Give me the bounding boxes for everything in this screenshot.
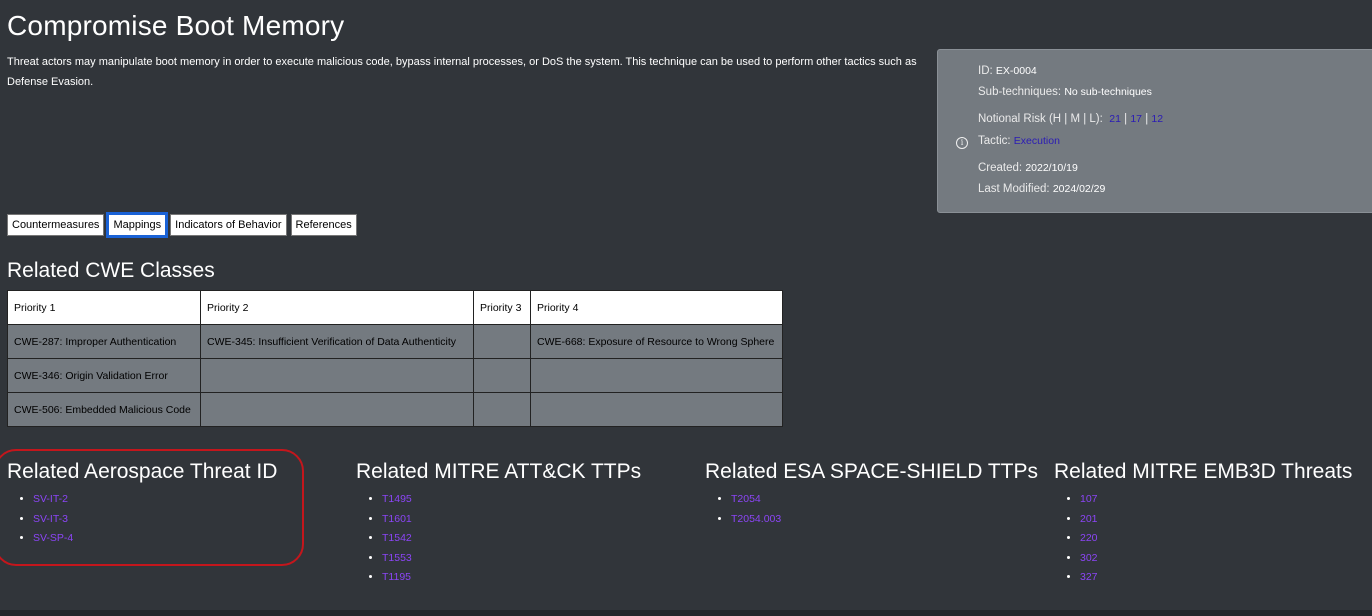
risk-low-link[interactable]: 12 [1151, 113, 1164, 125]
esa-space-shield-link[interactable]: T2054.003 [731, 512, 782, 525]
tactic-label: Tactic: [978, 135, 1011, 147]
tab-indicators-of-behavior[interactable]: Indicators of Behavior [170, 214, 287, 236]
tab-mappings[interactable]: Mappings [106, 212, 169, 238]
risk-separator: | [1145, 113, 1149, 125]
esa-space-shield-title: Related ESA SPACE-SHIELD TTPs [705, 460, 1039, 483]
table-cell: CWE-506: Embedded Malicious Code [7, 392, 201, 427]
table-cell: CWE-668: Exposure of Resource to Wrong S… [530, 324, 783, 359]
list-item: T2054.003 [731, 510, 1038, 530]
mitre-emb3d-link[interactable]: 201 [1080, 512, 1098, 525]
mitre-emb3d-link[interactable]: 327 [1080, 571, 1098, 583]
column-header: Priority 2 [200, 290, 474, 325]
risk-high-link[interactable]: 21 [1109, 113, 1121, 125]
table-cell: CWE-346: Origin Validation Error [7, 358, 201, 393]
mitre-attack-link[interactable]: T1601 [382, 512, 412, 525]
table-row: CWE-287: Improper Authentication CWE-345… [7, 324, 783, 359]
mitre-attack-section: Related MITRE ATT&CK TTPs T1495 T1601 T1… [356, 460, 641, 588]
mitre-attack-link[interactable]: T1553 [382, 551, 412, 564]
list-item: 302 [1080, 549, 1352, 569]
aerospace-threat-section: Related Aerospace Threat ID SV-IT-2 SV-I… [7, 460, 277, 549]
list-item: T1601 [382, 510, 641, 530]
last-modified-label: Last Modified: [978, 183, 1050, 195]
mitre-emb3d-section: Related MITRE EMB3D Threats 107 201 220 … [1054, 460, 1352, 588]
mitre-attack-link[interactable]: T1495 [382, 493, 412, 505]
table-row: CWE-346: Origin Validation Error [7, 358, 783, 393]
table-cell: CWE-287: Improper Authentication [7, 324, 201, 359]
section-tabs: Countermeasures Mappings Indicators of B… [7, 212, 357, 238]
last-modified-row: Last Modified: 2024/02/29 [978, 183, 1105, 195]
risk-medium-link[interactable]: 17 [1130, 113, 1143, 125]
table-cell [200, 358, 474, 393]
created-row: Created: 2022/10/19 [978, 162, 1078, 174]
table-cell [473, 324, 531, 359]
column-header: Priority 3 [473, 290, 531, 325]
mitre-emb3d-list: 107 201 220 302 327 [1054, 490, 1352, 588]
mitre-emb3d-title: Related MITRE EMB3D Threats [1054, 460, 1353, 483]
column-header: Priority 4 [530, 290, 783, 325]
mitre-attack-link[interactable]: T1195 [382, 571, 411, 583]
mitre-attack-link[interactable]: T1542 [382, 532, 412, 544]
esa-space-shield-list: T2054 T2054.003 [705, 490, 1038, 529]
table-row: CWE-506: Embedded Malicious Code [7, 392, 783, 427]
table-cell [530, 358, 783, 393]
list-item: SV-IT-2 [33, 490, 277, 510]
esa-space-shield-link[interactable]: T2054 [731, 493, 761, 505]
last-modified-value: 2024/02/29 [1052, 183, 1106, 195]
aerospace-threat-link[interactable]: SV-SP-4 [33, 532, 74, 544]
list-item: T1553 [382, 549, 641, 569]
aerospace-threat-list: SV-IT-2 SV-IT-3 SV-SP-4 [7, 490, 277, 549]
page-title: Compromise Boot Memory [7, 10, 345, 41]
table-cell [473, 392, 531, 427]
column-header: Priority 1 [7, 290, 201, 325]
mitre-emb3d-link[interactable]: 220 [1080, 532, 1098, 544]
mitre-attack-list: T1495 T1601 T1542 T1553 T1195 [356, 490, 641, 588]
created-label: Created: [978, 162, 1023, 174]
list-item: 327 [1080, 568, 1352, 588]
subtechniques-value: No sub-techniques [1064, 86, 1152, 98]
tactic-row: Tactic: Execution [978, 135, 1060, 147]
table-cell [473, 358, 531, 393]
id-value: EX-0004 [995, 65, 1037, 77]
created-value: 2022/10/19 [1025, 162, 1078, 174]
esa-space-shield-section: Related ESA SPACE-SHIELD TTPs T2054 T205… [705, 460, 1038, 529]
cwe-table: Priority 1 Priority 2 Priority 3 Priorit… [7, 290, 783, 427]
table-cell [530, 392, 783, 427]
subtechniques-row: Sub-techniques: No sub-techniques [978, 86, 1152, 98]
aerospace-threat-link[interactable]: SV-IT-3 [33, 512, 69, 525]
list-item: T1542 [382, 529, 641, 549]
cwe-section-title: Related CWE Classes [7, 259, 215, 282]
id-label: ID: [978, 65, 993, 77]
risk-separator: | [1124, 113, 1128, 125]
notional-risk-row: Notional Risk (H | M | L): 21 | 17 | 12 [978, 113, 1163, 125]
mitre-attack-title: Related MITRE ATT&CK TTPs [356, 460, 642, 483]
technique-info-card: i ID: EX-0004 Sub-techniques: No sub-tec… [937, 49, 1372, 213]
list-item: T1495 [382, 490, 641, 510]
list-item: 107 [1080, 490, 1352, 510]
list-item: SV-IT-3 [33, 510, 277, 530]
aerospace-threat-link[interactable]: SV-IT-2 [33, 493, 69, 505]
list-item: 201 [1080, 510, 1352, 530]
aerospace-threat-title: Related Aerospace Threat ID [7, 460, 278, 483]
table-cell [200, 392, 474, 427]
tab-references[interactable]: References [290, 214, 357, 236]
list-item: T1195 [382, 568, 641, 588]
list-item: SV-SP-4 [33, 529, 277, 549]
id-row: ID: EX-0004 [978, 65, 1037, 77]
table-header-row: Priority 1 Priority 2 Priority 3 Priorit… [7, 290, 783, 325]
subtechniques-label: Sub-techniques: [978, 86, 1062, 98]
tab-countermeasures[interactable]: Countermeasures [7, 214, 105, 236]
mitre-emb3d-link[interactable]: 302 [1080, 551, 1098, 564]
list-item: T2054 [731, 490, 1038, 510]
mitre-emb3d-link[interactable]: 107 [1080, 493, 1098, 505]
page-description: Threat actors may manipulate boot memory… [7, 56, 917, 88]
bottom-bar [0, 610, 1372, 616]
list-item: 220 [1080, 529, 1352, 549]
notional-risk-label: Notional Risk (H | M | L): [978, 113, 1103, 125]
info-icon: i [956, 137, 968, 149]
table-cell: CWE-345: Insufficient Verification of Da… [200, 324, 474, 359]
tactic-link[interactable]: Execution [1013, 135, 1060, 147]
